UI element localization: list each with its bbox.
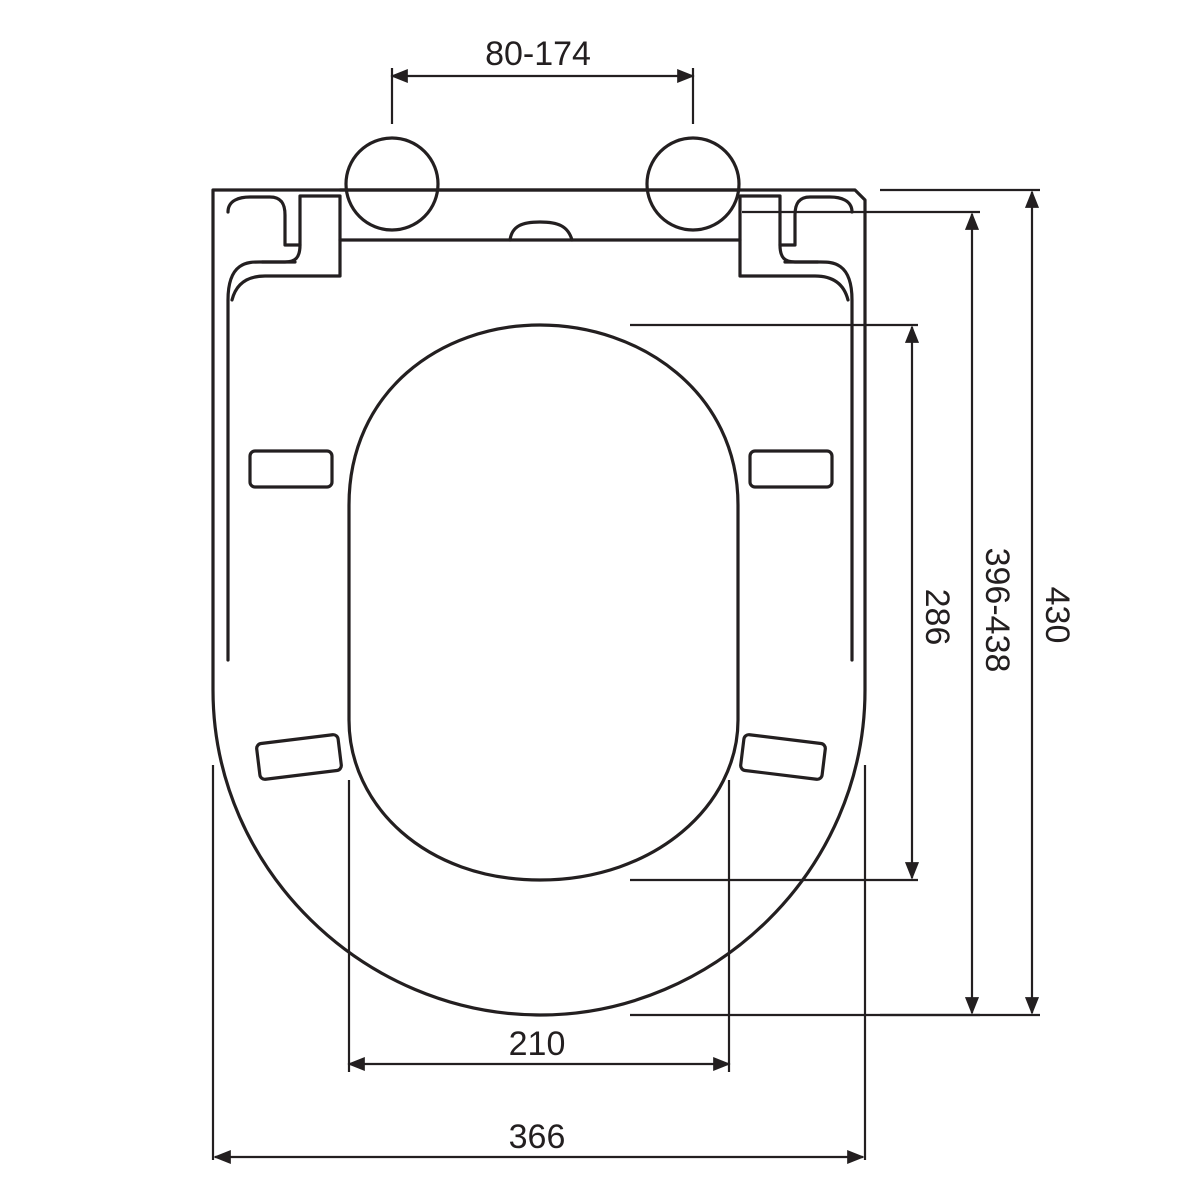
right-hinge-bracket	[738, 194, 854, 302]
hinge-center-bump	[508, 220, 574, 242]
buffer-pad-top-left	[248, 449, 334, 489]
dim-hinge-spacing-label: 80-174	[485, 35, 591, 73]
buffer-pad-top-right	[748, 449, 834, 489]
dim-fixing-to-front: 396-438	[630, 210, 1016, 1017]
dim-opening-width: 210	[347, 780, 731, 1072]
left-hinge-inner	[260, 243, 302, 264]
dim-opening-width-label: 210	[509, 1025, 566, 1063]
dim-overall-width-label: 366	[509, 1118, 566, 1156]
dim-fixing-to-front-label: 396-438	[978, 548, 1016, 673]
right-hinge-knob	[645, 136, 741, 232]
buffer-pad-bottom-left	[255, 733, 343, 781]
seat-opening	[347, 323, 740, 882]
buffer-pad-bottom-right	[739, 733, 827, 781]
seat-left-rim	[226, 260, 297, 662]
seat-outer-outline	[211, 188, 867, 1017]
dim-opening-length-label: 286	[918, 589, 956, 646]
seat-right-rim	[783, 260, 854, 662]
left-hinge-bracket	[226, 194, 342, 302]
right-hinge-inner	[778, 243, 820, 264]
dim-overall-length-label: 430	[1038, 587, 1076, 644]
dim-overall-width: 366	[211, 765, 867, 1165]
dim-opening-length: 286	[630, 323, 956, 882]
left-hinge-knob	[344, 136, 440, 232]
hinge-crossbar	[338, 188, 742, 242]
dim-overall-length: 430	[880, 188, 1076, 1017]
dim-hinge-spacing: 80-174	[390, 35, 695, 124]
